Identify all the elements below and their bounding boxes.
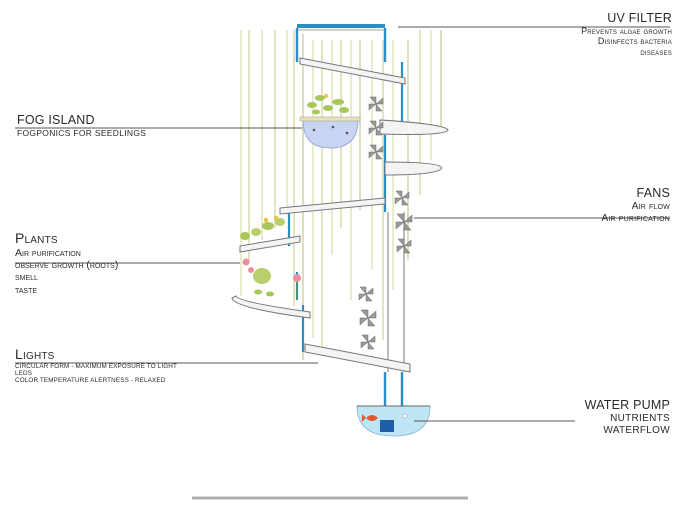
lights-title: Lights [15, 346, 55, 362]
plants-line-3: smell [15, 271, 38, 284]
plants-line-2: observe growth (roots) [15, 258, 119, 271]
lights-line-2: LEDS [15, 369, 33, 377]
fans [358, 96, 413, 350]
uv-filter-line-1: Prevents algae growth [581, 25, 672, 36]
fog-island-label: FOG ISLAND FOGPONICS FOR SEEDLINGS [17, 113, 146, 138]
plants-line-4: taste [15, 283, 38, 296]
uv-filter-title: UV FILTER [607, 11, 672, 25]
fans-title: FANS [636, 186, 670, 200]
uv-filter-line-2: Disinfects bacteria [597, 36, 672, 47]
uv-filter-label: UV FILTER Prevents algae growth Disinfec… [581, 11, 672, 58]
plants-title: Plants [15, 230, 58, 246]
water-tank [356, 405, 431, 437]
water-pump-line-2: WATERFLOW [603, 424, 670, 436]
fish-icon [362, 414, 378, 422]
spiral-shelves [231, 57, 449, 373]
plants-line-1: Air purification [15, 246, 81, 259]
fans-line-1: Air flow [631, 200, 670, 212]
lights-label: Lights CIRCULAR FORM - MAXIMUM EXPOSURE … [15, 346, 177, 385]
lights-line-1: CIRCULAR FORM - MAXIMUM EXPOSURE TO LIGH… [15, 362, 177, 370]
fog-island-title: FOG ISLAND [17, 113, 95, 127]
water-pump-line-1: NUTRIENTS [610, 412, 670, 424]
lights-line-3: COLOR TEMPERATURE ALERTNESS - RELAXED [15, 377, 166, 385]
fog-island-line-1: FOGPONICS FOR SEEDLINGS [17, 127, 147, 138]
leader-lines [15, 26, 670, 422]
uv-filter [297, 24, 385, 31]
water-pump-label: WATER PUMP NUTRIENTS WATERFLOW [585, 398, 670, 436]
plants-label: Plants Air purification observe growth (… [15, 230, 118, 296]
water-pump-title: WATER PUMP [584, 398, 670, 412]
fans-line-2: Air purification [601, 212, 670, 224]
uv-filter-line-3: diseases [640, 46, 672, 57]
fans-label: FANS Air flow Air purification [601, 186, 670, 224]
plants [240, 215, 301, 300]
seedlings [307, 94, 349, 115]
fog-island-bubble [299, 116, 361, 149]
